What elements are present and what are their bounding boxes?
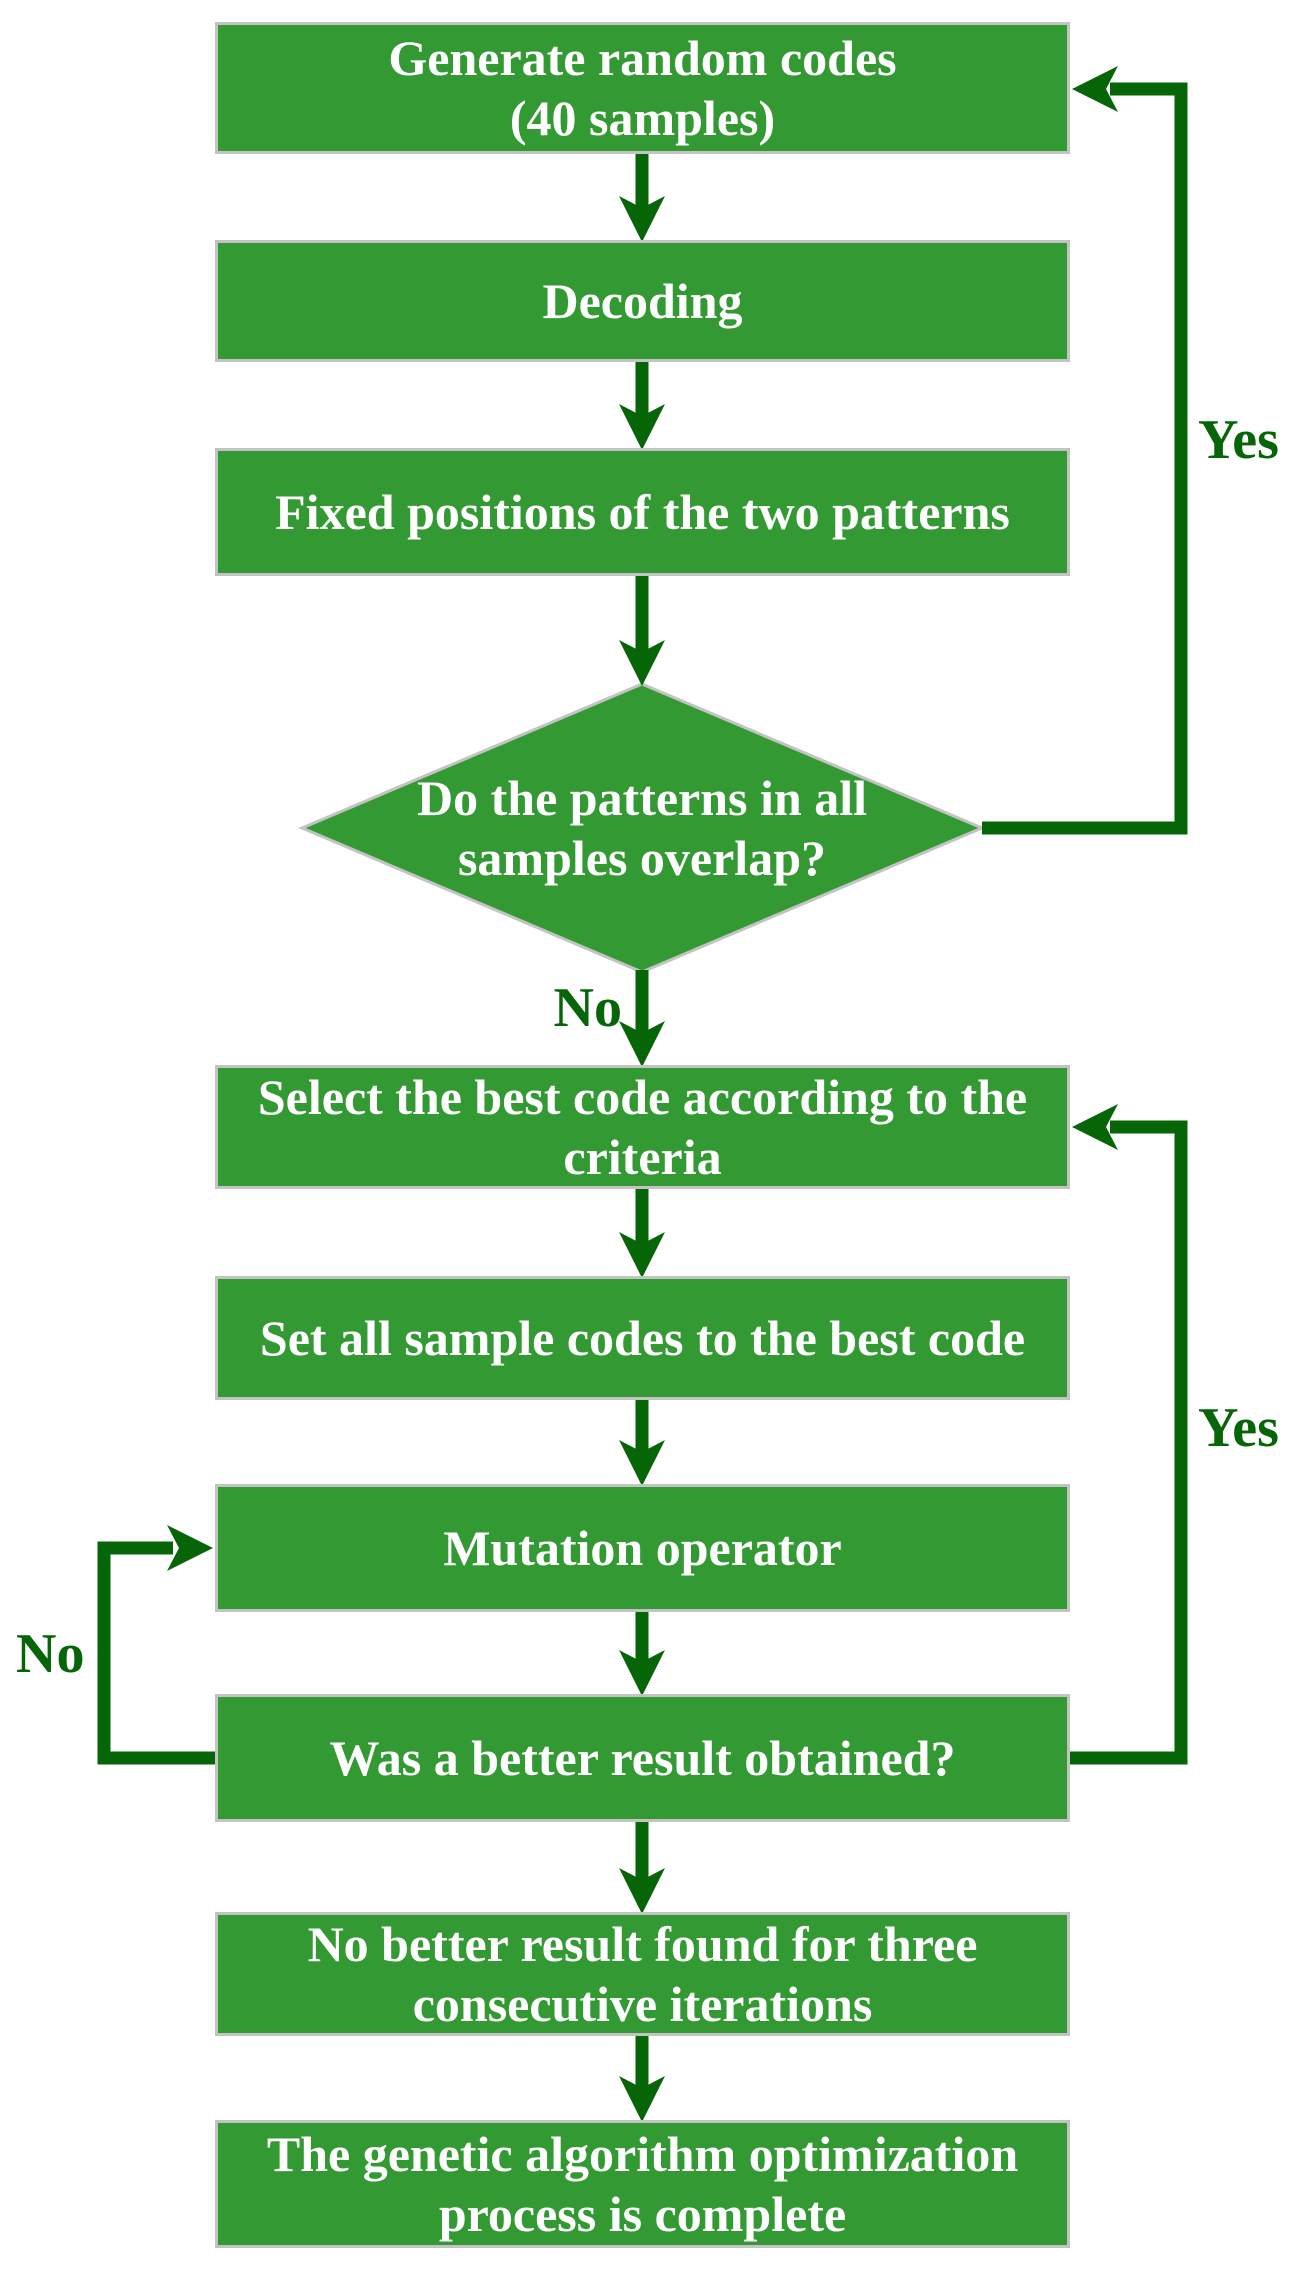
arrow-better-result-no-loop-to-mutation (97, 1525, 215, 1765)
arrow-decision-to-select-best-no (619, 970, 665, 1067)
node-text-line: Generate random codes (388, 30, 897, 86)
arrow-better-result-yes-loop-to-select-best (1070, 1104, 1188, 1765)
arrow-select-best-to-set-all (619, 1187, 665, 1278)
arrow-fixed-positions-to-decision (619, 574, 665, 686)
node-text-line: (40 samples) (509, 90, 776, 146)
node-text-line: Select the best code according to the (257, 1069, 1028, 1125)
arrow-better-result-to-no-better-three (619, 1820, 665, 1914)
node-better-result-check: Was a better result obtained? (215, 1694, 1070, 1822)
node-text-line: Was a better result obtained? (329, 1730, 956, 1786)
node-text-line: Mutation operator (443, 1520, 842, 1576)
arrow-no-better-three-to-complete (619, 2034, 665, 2122)
arrow-decision-yes-loop-to-generate (982, 66, 1188, 835)
node-text-line: The genetic algorithm optimization (266, 2126, 1019, 2182)
node-set-all-sample-codes: Set all sample codes to the best code (215, 1276, 1070, 1400)
node-no-better-three-iterations: No better result found for three consecu… (215, 1912, 1070, 2036)
node-decoding: Decoding (215, 240, 1070, 362)
arrow-decoding-to-fixed-positions (619, 362, 665, 450)
node-text-line: No better result found for three (307, 1916, 978, 1972)
node-text-line: process is complete (438, 2186, 847, 2242)
node-process-complete: The genetic algorithm optimization proce… (215, 2120, 1070, 2248)
node-text-line: Decoding (542, 273, 743, 329)
node-text-line: Fixed positions of the two patterns (275, 484, 1010, 540)
edge-label-overlap-no: No (553, 977, 622, 1039)
node-text-line: Set all sample codes to the best code (259, 1310, 1026, 1366)
edge-label-overlap-yes: Yes (1198, 409, 1279, 471)
node-generate-random-codes: Generate random codes (40 samples) (215, 22, 1070, 154)
node-text-line: criteria (563, 1129, 722, 1185)
node-text-line: consecutive iterations (412, 1976, 873, 2032)
edge-label-better-yes: Yes (1198, 1397, 1279, 1459)
node-mutation-operator: Mutation operator (215, 1484, 1070, 1612)
node-overlap-decision: Do the patterns in all samples overlap? (342, 758, 942, 898)
arrow-generate-to-decoding (619, 150, 665, 242)
edge-label-better-no: No (16, 1623, 85, 1685)
arrow-mutation-to-better-result (619, 1610, 665, 1696)
node-select-best-code: Select the best code according to the cr… (215, 1065, 1070, 1189)
node-text-line: Do the patterns in all (417, 770, 867, 826)
node-text-line: samples overlap? (457, 830, 827, 886)
node-fixed-positions: Fixed positions of the two patterns (215, 448, 1070, 576)
arrow-set-all-to-mutation (619, 1398, 665, 1486)
